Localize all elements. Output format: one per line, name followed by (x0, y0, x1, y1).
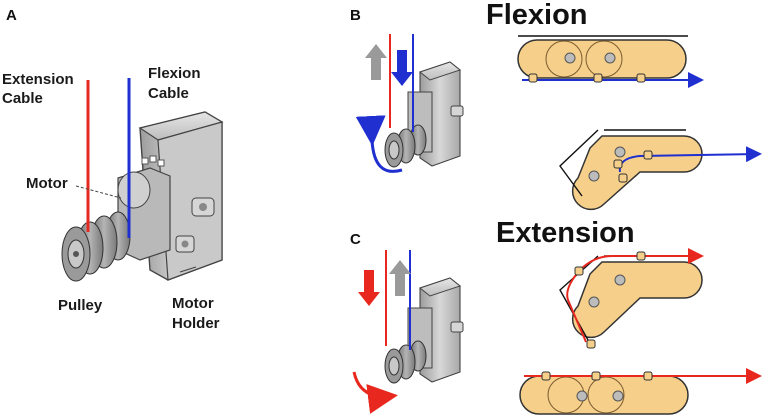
finger-flexion-bent (559, 129, 762, 211)
motor-holder-label-1: Motor (172, 295, 214, 312)
pulley-label: Pulley (58, 297, 103, 314)
up-arrow-icon (365, 44, 387, 80)
motor-label: Motor (26, 175, 68, 192)
extension-cable-label-2: Cable (2, 90, 43, 107)
extension-cable-label-1: Extension (2, 71, 74, 88)
panel-label-a: A (6, 7, 17, 24)
motor-assembly-b (355, 34, 464, 173)
finger-extension-bent (559, 248, 704, 349)
extension-title: Extension (496, 217, 635, 249)
finger-flexion-straight (517, 35, 704, 88)
motor-assembly-a (61, 78, 224, 282)
flexion-cable-label-2: Cable (148, 85, 189, 102)
panel-label-c: C (350, 231, 361, 248)
motor-assembly-c (352, 250, 464, 414)
motor-holder-label-2: Holder (172, 315, 220, 332)
flexion-cable-label-1: Flexion (148, 65, 201, 82)
down-arrow-icon (391, 50, 413, 86)
down-arrow-icon (358, 270, 380, 306)
finger-extension-straight (519, 368, 762, 415)
flexion-title: Flexion (486, 0, 588, 31)
up-arrow-icon (389, 260, 411, 296)
panel-label-b: B (350, 7, 361, 24)
